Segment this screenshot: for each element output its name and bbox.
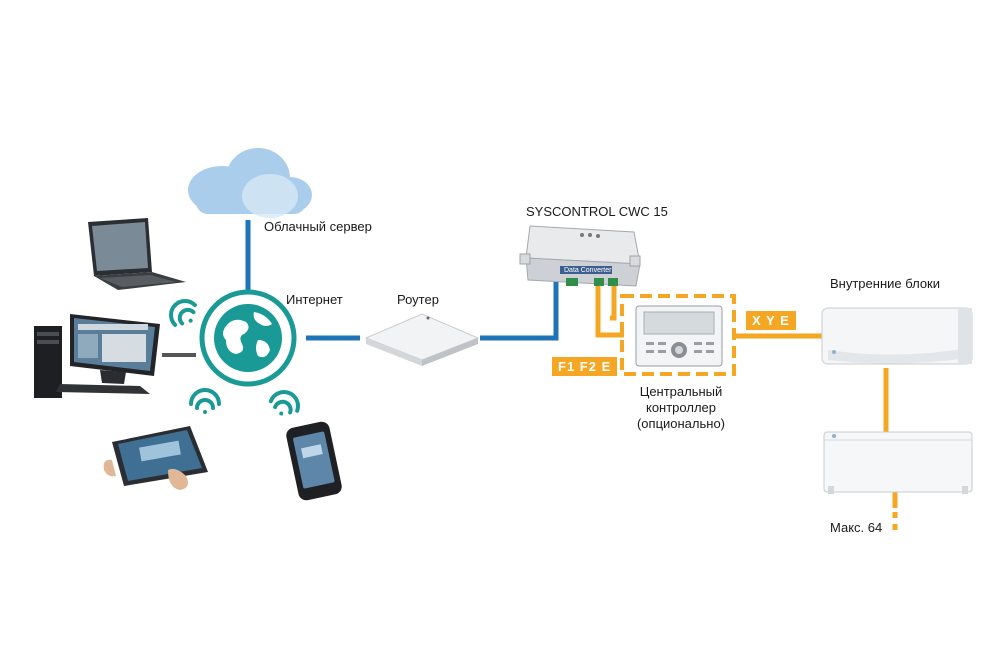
- gateway-label: SYSCONTROL CWC 15: [526, 204, 668, 219]
- cloud-icon: [188, 148, 312, 218]
- max-units-label: Макс. 64: [830, 520, 883, 535]
- indoor-ac-icon: [821, 307, 973, 365]
- desktop-pc-icon: [34, 314, 160, 398]
- gateway-plate-label: Data Converter: [564, 267, 612, 274]
- floor-unit-icon: [823, 431, 973, 494]
- central-controller-line3: (опционально): [636, 416, 726, 431]
- bus-xye-tag: X Y E: [746, 311, 796, 330]
- central-controller-line1: Центральный: [639, 384, 723, 399]
- central-controller-label: Центральный контроллер (опционально): [626, 384, 736, 432]
- bus-xye: [610, 282, 617, 321]
- tablet-icon: [103, 426, 208, 490]
- smartphone-icon: [286, 421, 342, 501]
- globe-icon: [199, 289, 297, 387]
- router-gateway-link: [480, 282, 559, 341]
- cloud-server-label: Облачный сервер: [264, 219, 372, 234]
- network-links: [245, 220, 559, 341]
- bus-links: [595, 282, 898, 536]
- internet-label: Интернет: [286, 292, 343, 307]
- bus-f1f2e-tag: F1 F2 E: [552, 357, 618, 376]
- router-label: Роутер: [397, 292, 439, 307]
- router-icon: [364, 313, 480, 366]
- gateway-icon: [519, 225, 641, 287]
- wifi-icon: [169, 299, 300, 416]
- bus-f1f2e: [595, 282, 624, 338]
- controller-icon: [635, 305, 723, 367]
- controller-dashed-frame: [620, 294, 736, 376]
- central-controller-line2: контроллер: [645, 400, 716, 415]
- indoor-units-label: Внутренние блоки: [830, 276, 940, 291]
- laptop-icon: [88, 218, 186, 290]
